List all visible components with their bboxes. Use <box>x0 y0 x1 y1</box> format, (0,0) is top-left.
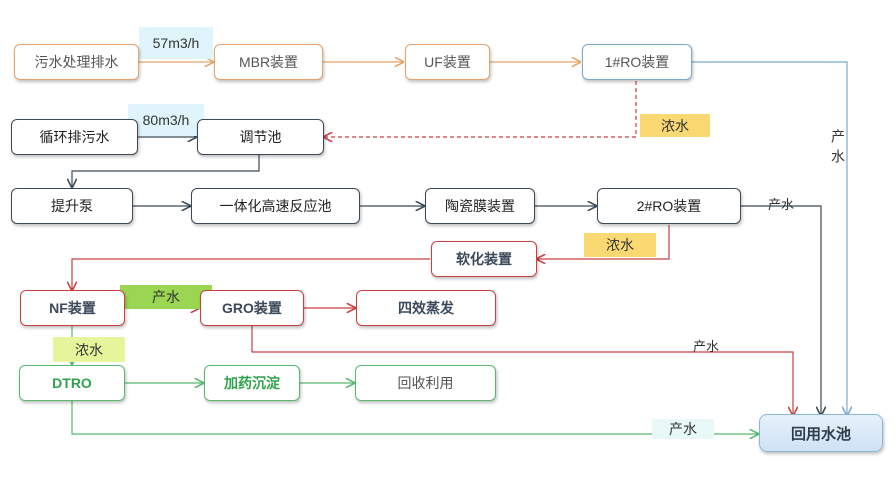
concentrate-tag-nf: 浓水 <box>53 337 125 362</box>
arrow-ro1-product-to-pool <box>692 61 847 415</box>
concentrate-tag-ro1: 浓水 <box>640 114 710 137</box>
concentrate-tag-ro2: 浓水 <box>584 233 656 257</box>
product-tag-ro1-vertical: 产水 <box>828 126 848 172</box>
node-nf: NF装置 <box>20 290 125 326</box>
node-dosing-precip: 加药沉淀 <box>204 365 300 401</box>
product-label-ro2: 产水 <box>768 197 795 212</box>
arrow-ro2-concentrate-to-softening <box>537 225 670 259</box>
arrow-ro1-concentrate-to-regulating <box>324 81 637 137</box>
node-regulating-tank: 调节池 <box>197 119 324 155</box>
node-four-effect-evap: 四效蒸发 <box>356 290 496 326</box>
node-ceramic-membrane: 陶瓷膜装置 <box>425 188 535 224</box>
flow-rate-tag-57: 57m3/h <box>139 27 213 59</box>
flow-rate-80-text: 80m3/h <box>142 112 190 128</box>
arrow-ro2-product-to-pool <box>741 205 821 415</box>
arrow-softening-to-nf <box>72 258 430 290</box>
node-ro2: 2#RO装置 <box>597 188 741 224</box>
arrow-gro-product-to-pool <box>251 326 793 415</box>
node-dtro: DTRO <box>19 365 125 401</box>
concentrate-ro2-text: 浓水 <box>606 237 634 253</box>
product-dtro-text: 产水 <box>669 421 697 437</box>
flow-rate-tag-80: 80m3/h <box>128 104 204 136</box>
arrow-dtro-product-to-pool <box>71 401 758 434</box>
node-recycle-use: 回收利用 <box>355 365 496 401</box>
node-softening: 软化装置 <box>431 241 537 277</box>
product-tag-dtro: 产水 <box>652 419 714 439</box>
concentrate-nf-text: 浓水 <box>75 341 103 358</box>
node-uf: UF装置 <box>405 44 490 80</box>
concentrate-ro1-text: 浓水 <box>661 117 689 134</box>
node-mbr: MBR装置 <box>214 44 323 80</box>
node-reuse-pool: 回用水池 <box>759 414 883 452</box>
product-tag-nf: 产水 <box>120 285 212 309</box>
node-gro: GRO装置 <box>200 290 304 326</box>
node-wastewater-discharge: 污水处理排水 <box>14 44 139 80</box>
flow-rate-57-text: 57m3/h <box>152 35 200 51</box>
product-ro1-text: 产水 <box>830 129 846 169</box>
node-lift-pump: 提升泵 <box>11 188 133 224</box>
product-label-gro: 产水 <box>693 339 720 354</box>
arrow-regulating-to-pump <box>72 155 260 187</box>
node-hd-reactor: 一体化高速反应池 <box>191 188 360 224</box>
product-nf-text: 产水 <box>152 289 180 305</box>
node-circulating-blowdown: 循环排污水 <box>11 119 138 155</box>
node-ro1: 1#RO装置 <box>582 44 692 80</box>
